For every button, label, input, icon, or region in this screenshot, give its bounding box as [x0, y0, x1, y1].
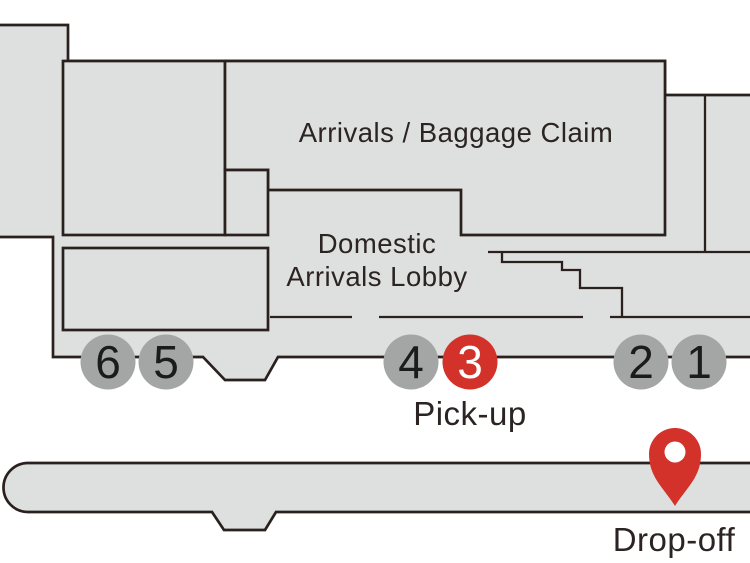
dropoff-label: Drop-off	[613, 521, 736, 558]
stair-steps	[500, 252, 624, 317]
pin-hole	[664, 441, 686, 463]
stop-marker-1: 1	[671, 334, 727, 390]
stop-marker-5: 5	[138, 334, 194, 390]
concourse-wall-segments	[270, 95, 750, 319]
stop-number-4: 4	[398, 336, 424, 388]
stop-circle-5	[138, 334, 194, 390]
stop-marker-4: 4	[383, 334, 439, 390]
pin-body	[649, 428, 701, 506]
room-inner-small	[223, 168, 270, 237]
stop-number-6: 6	[95, 336, 121, 388]
stop-number-1: 1	[686, 336, 712, 388]
stop-marker-3-pickup: 3	[442, 334, 498, 390]
domestic-arrivals-lobby-label-line2: Arrivals Lobby	[286, 261, 467, 292]
stop-number-3: 3	[457, 336, 483, 388]
access-road	[2, 461, 750, 532]
stop-circle-4	[383, 334, 439, 390]
stop-marker-6: 6	[80, 334, 136, 390]
stop-marker-2: 2	[613, 334, 669, 390]
pickup-label: Pick-up	[413, 395, 527, 432]
arrivals-baggage-claim-label: Arrivals / Baggage Claim	[299, 117, 614, 148]
dropoff-pin-icon	[649, 428, 701, 506]
stop-circle-2	[613, 334, 669, 390]
stop-number-5: 5	[153, 336, 179, 388]
room-upper-left	[61, 59, 227, 237]
domestic-arrivals-lobby-label-line1: Domestic	[318, 228, 437, 259]
room-lower-left	[61, 246, 270, 332]
stop-number-2: 2	[628, 336, 654, 388]
stop-circle-6	[80, 334, 136, 390]
stop-circle-3	[442, 334, 498, 390]
stop-circle-1	[671, 334, 727, 390]
